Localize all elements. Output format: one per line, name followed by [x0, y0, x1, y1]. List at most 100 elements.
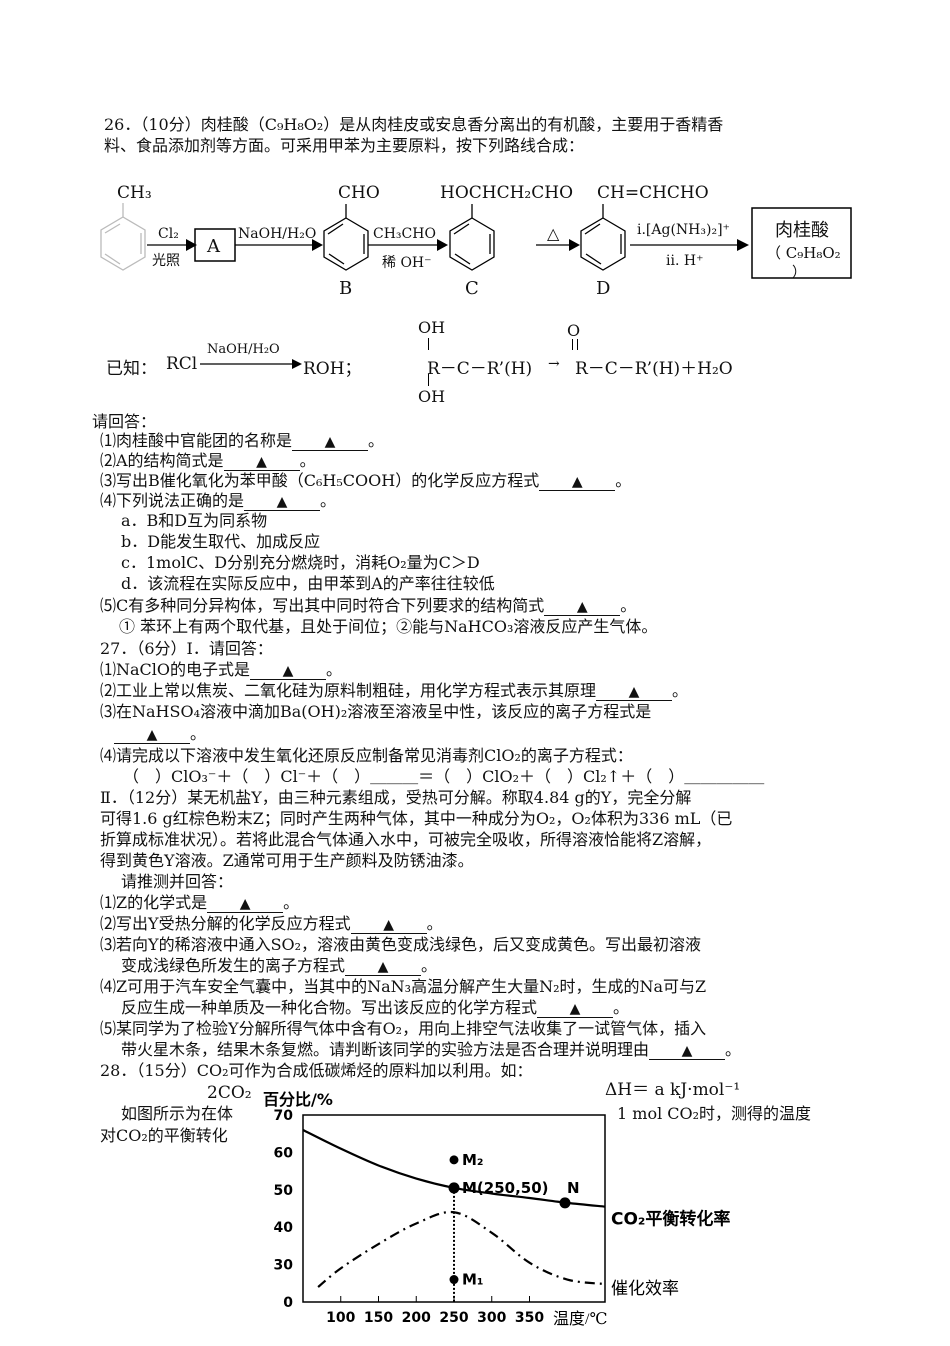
product-name: 肉桂酸 — [775, 220, 829, 241]
arrow-step1-icon — [147, 239, 197, 251]
answer-blank[interactable]: ▲ — [207, 895, 284, 913]
step3-condition: 稀 OH⁻ — [382, 255, 432, 271]
x-tick-label: 300 — [477, 1310, 506, 1326]
y-tick-label: 50 — [274, 1183, 294, 1199]
data-point — [448, 1182, 460, 1194]
answer-blank[interactable]: ▲ — [649, 1042, 726, 1060]
answer-blank[interactable]: ▲ — [596, 683, 673, 701]
y-tick-label: 70 — [274, 1108, 294, 1124]
answer-blank[interactable]: ▲ — [250, 662, 327, 680]
answer-blank[interactable]: ▲ — [345, 958, 422, 976]
x-axis-label: 温度/℃ — [553, 1310, 607, 1328]
step5-reagent: i.[Ag(NH₃)₂]⁺ — [637, 222, 730, 238]
compound-c-label: C — [465, 278, 479, 299]
q27-ii-part2: ⑵写出Y受热分解的化学反应方程式▲。 — [100, 914, 443, 934]
answer-blank[interactable]: ▲ — [350, 916, 427, 934]
known-arrow-icon — [200, 359, 302, 369]
q26-header-line2: 料、食品添加剂等方面。可采用甲苯为主要原料，按下列路线合成： — [104, 136, 585, 155]
scheme-graphics — [100, 203, 852, 279]
legend-co2-conversion: CO₂平衡转化率 — [611, 1209, 730, 1230]
ketone-main-chain: R－C－R’(H)＋H₂O — [575, 359, 733, 379]
known-product: ROH； — [303, 359, 362, 379]
q27-ii-part3-line1: ⑶若向Y的稀溶液中通入SO₂，溶液由黄色变成浅绿色，后又变成黄色。写出最初溶液 — [100, 935, 702, 954]
point-label: M₁ — [462, 1271, 484, 1289]
y-tick-label: 40 — [274, 1220, 294, 1236]
option-a[interactable]: a．B和D互为同系物 — [121, 511, 268, 530]
answer-blank[interactable]: ▲ — [114, 726, 190, 744]
ring-d-icon — [580, 204, 626, 271]
option-c[interactable]: c．1molC、D分别充分燃烧时，消耗O₂量为C＞D — [121, 553, 480, 572]
product-formula: （ C₉H₈O₂ — [766, 244, 841, 262]
legend-catalytic-efficiency: 催化效率 — [611, 1279, 679, 1298]
y-tick-label: 0 — [283, 1295, 293, 1311]
q27-ii-part4-line2: 反应生成一种单质及一种化合物。写出该反应的化学方程式▲。 — [121, 998, 630, 1018]
data-point — [559, 1197, 571, 1209]
x-tick-label: 150 — [364, 1310, 393, 1326]
point-label: N — [567, 1179, 580, 1197]
product-box — [751, 207, 852, 279]
benzaldehyde-ring-icon — [323, 204, 369, 271]
arrow-step3-icon — [368, 239, 448, 251]
arrow-step2-icon — [235, 239, 323, 251]
x-tick-label: 350 — [515, 1310, 544, 1326]
answer-blank[interactable]: ▲ — [539, 473, 616, 491]
step3-reagent: CH₃CHO — [373, 226, 436, 242]
q26-part5: ⑸C有多种同分异构体，写出其中同时符合下列要求的结构简式▲。 — [100, 596, 637, 616]
q27-ii-part1: ⑴Z的化学式是▲。 — [100, 893, 300, 913]
product-formula-close: ） — [792, 265, 806, 281]
diol-bond-top — [428, 338, 429, 350]
q27-header: 27．（6分）Ⅰ．请回答： — [100, 639, 273, 658]
q28-equation-right: ΔH＝ a kJ·mol⁻¹ — [605, 1080, 741, 1100]
q27-part2-line1: Ⅱ．（12分）某无机盐Y，由三种元素组成，受热可分解。称取4.84 g的Y，完全… — [100, 788, 692, 807]
arrow-step4-icon — [536, 239, 580, 251]
answer-blank[interactable]: ▲ — [223, 453, 300, 471]
known-arrow2: → — [548, 356, 560, 372]
data-point — [449, 1275, 459, 1285]
c-substituent: HOCHCH₂CHO — [440, 183, 574, 203]
q27-part2-line3: 折算成标准状况）。若将此混合气体通入水中，可被完全吸收，所得溶液恰能将Z溶解， — [100, 830, 712, 849]
q27-part2: ⑵工业上常以焦炭、二氧化硅为原料制粗硅，用化学方程式表示其原理▲。 — [100, 681, 689, 701]
q27-part3-answer: ▲。 — [114, 724, 206, 744]
x-tick-label: 200 — [402, 1310, 431, 1326]
q26-header-line1: 26．（10分）肉桂酸（C₉H₈O₂）是从肉桂皮或安息香分离出的有机酸，主要用于… — [104, 115, 724, 134]
q27-ii-part3-line2: 变成浅绿色所发生的离子方程式▲。 — [121, 956, 438, 976]
q27-ii-part4-line1: ⑷Z可用于汽车安全气囊中，当其中的NaN₃高温分解产生大量N₂时，生成的Na可与… — [100, 977, 707, 996]
arrow-step5-icon — [630, 239, 749, 251]
answer-blank[interactable]: ▲ — [244, 493, 321, 511]
q27-part2-line2: 可得1.6 g红棕色粉末Z；同时产生两种气体，其中一种成分为O₂，O₂体积为33… — [100, 809, 733, 828]
q27-part1: ⑴NaClO的电子式是▲。 — [100, 660, 343, 680]
answer-blank[interactable]: ▲ — [544, 598, 621, 616]
toluene-substituent: CH₃ — [117, 183, 152, 203]
ketone-oxygen: O — [567, 321, 581, 340]
d-substituent: CH=CHCHO — [597, 183, 709, 203]
q27-part3: ⑶在NaHSO₄溶液中滴加Ba(OH)₂溶液至溶液呈中性，该反应的离子方程式是 — [100, 702, 652, 721]
q28-line2-left: 如图所示为在体 — [121, 1104, 234, 1123]
known-reagent: NaOH/H₂O — [207, 342, 280, 357]
q27-ii-part5-line1: ⑸某同学为了检验Y分解所得气体中含有O₂，用向上排空气法收集了一试管气体，插入 — [100, 1019, 707, 1038]
step5-condition: ii. H⁺ — [666, 253, 704, 269]
q27-part2-prompt: 请推测并回答： — [121, 872, 234, 891]
toluene-ring-icon — [100, 203, 146, 271]
option-d[interactable]: d．该流程在实际反应中，由甲苯到A的产率往往较低 — [121, 574, 495, 593]
known-reactant: RCl — [166, 354, 198, 374]
heat-condition: △ — [547, 224, 560, 243]
x-tick-label: 100 — [326, 1310, 355, 1326]
known-prefix: 已知： — [106, 359, 157, 379]
q28-equation-left: 2CO₂ — [207, 1083, 252, 1103]
point-label: M(250,50) — [462, 1179, 549, 1197]
y-axis-label: 百分比/% — [263, 1090, 333, 1109]
q28-line3-left: 对CO₂的平衡转化 — [100, 1126, 228, 1145]
answer-blank[interactable]: ▲ — [292, 433, 369, 451]
answer-prompt: 请回答： — [92, 412, 157, 431]
q28-line2-right: 1 mol CO₂时，测得的温度 — [617, 1104, 812, 1123]
diol-top-oh: OH — [418, 318, 446, 337]
q27-part4-equation[interactable]: （ ）ClO₃⁻＋（ ）Cl⁻＋（ ）＿＿＿＝（ ）ClO₂＋（ ）Cl₂↑＋（… — [123, 767, 765, 786]
compound-d-label: D — [596, 278, 611, 299]
option-b[interactable]: b．D能发生取代、加成反应 — [121, 532, 321, 551]
y-tick-label: 30 — [274, 1258, 294, 1274]
compound-a-label: A — [207, 236, 220, 257]
q26-part5-requirements: ① 苯环上有两个取代基，且处于间位；②能与NaHCO₃溶液反应产生气体。 — [119, 617, 658, 636]
q27-ii-part5-line2: 带火星木条，结果木条复燃。请判断该同学的实验方法是否合理并说明理由▲。 — [121, 1040, 742, 1060]
answer-blank[interactable]: ▲ — [537, 1000, 614, 1018]
